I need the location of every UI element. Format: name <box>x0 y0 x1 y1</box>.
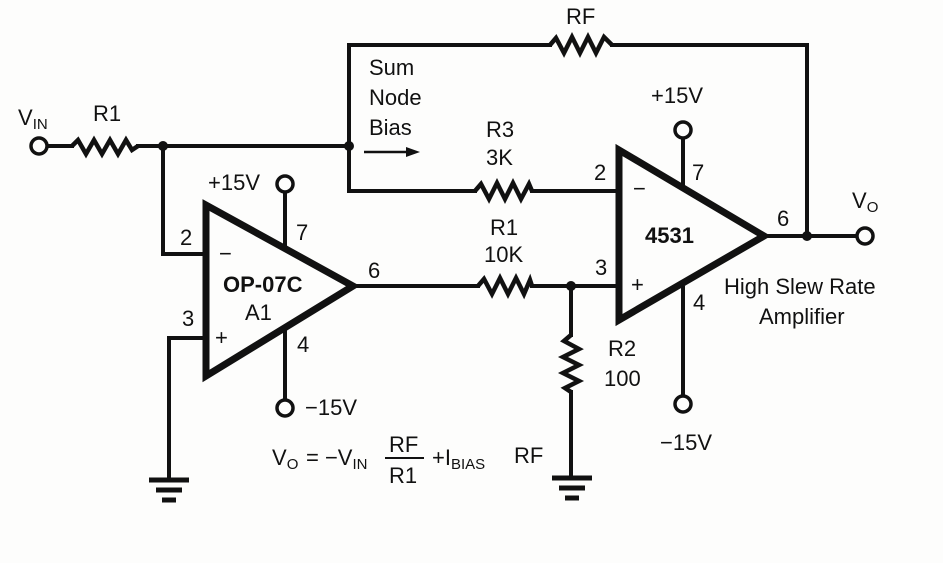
terminal-vin <box>29 136 49 156</box>
junction-nodeB <box>566 281 576 291</box>
opamp-a1-body <box>202 199 360 383</box>
sign-u2-noninv: + <box>631 272 644 297</box>
pin-u2-inv: 2 <box>594 160 606 185</box>
label-sum: Sum <box>369 55 414 80</box>
label-u2-caption-2: Amplifier <box>759 304 845 329</box>
arrow-right-icon <box>364 147 420 157</box>
label-r3-name: R3 <box>486 117 514 142</box>
junction-nodeA <box>158 141 168 151</box>
label-r1-servo-name: R1 <box>490 215 518 240</box>
label-u2-vplus: +15V <box>651 83 703 108</box>
label-a1-vplus: +15V <box>208 170 260 195</box>
sign-u2-inv: − <box>633 176 646 201</box>
label-r2-value: 100 <box>604 366 641 391</box>
eq-tail-rf: RF <box>514 443 543 468</box>
label-bias: Bias <box>369 115 412 140</box>
resistor-r1-input <box>70 135 140 159</box>
eq-lhs: VO <box>272 445 298 473</box>
eq-minus-vin: = −VIN <box>306 445 367 473</box>
resistor-r1-servo <box>476 272 535 300</box>
pin-u2-out: 6 <box>777 206 789 231</box>
terminal-a1-vminus <box>275 398 295 418</box>
junction-sumnode <box>344 141 354 151</box>
terminal-vo <box>855 226 875 246</box>
wires <box>45 43 859 482</box>
terminal-a1-vplus <box>275 174 295 194</box>
sign-a1-inv: − <box>219 241 232 266</box>
pin-u2-vminus: 4 <box>693 290 705 315</box>
wire-sumnode-r3 <box>347 144 477 193</box>
label-node: Node <box>369 85 422 110</box>
opamp-4531-body <box>615 143 771 327</box>
label-u2-caption-1: High Slew Rate <box>724 274 876 299</box>
ground-icon <box>552 475 592 501</box>
label-vin: VIN <box>18 105 48 133</box>
wire-a1-noninv-ground <box>167 336 208 482</box>
eq-plus-ibias: +IBIAS <box>432 445 485 473</box>
terminal-u2-vminus <box>673 394 693 414</box>
wire-nodeA-a1-inv <box>161 144 208 256</box>
junction-output <box>802 231 812 241</box>
label-vo: VO <box>852 188 878 216</box>
terminal-u2-vplus <box>673 120 693 140</box>
label-u2-part: 4531 <box>645 223 694 248</box>
ground-icon <box>149 477 189 503</box>
pin-u2-vplus: 7 <box>692 160 704 185</box>
pin-a1-out: 6 <box>368 258 380 283</box>
label-a1-vminus: −15V <box>305 395 357 420</box>
resistor-r3 <box>473 177 535 205</box>
label-rf: RF <box>566 4 595 29</box>
wire-rf-output <box>610 43 809 238</box>
pin-a1-noninv: 3 <box>182 306 194 331</box>
label-u2-vminus: −15V <box>660 430 712 455</box>
eq-frac-num: RF <box>389 432 418 457</box>
label-r1-input: R1 <box>93 101 121 126</box>
pin-a1-inv: 2 <box>180 225 192 250</box>
label-r2-name: R2 <box>608 336 636 361</box>
pin-u2-noninv: 3 <box>595 255 607 280</box>
label-a1-part: OP-07C <box>223 272 303 297</box>
label-r1-servo-value: 10K <box>484 242 523 267</box>
transfer-equation: VO = −VIN RF R1 +IBIAS RF <box>272 432 543 488</box>
resistor-rf <box>548 31 614 59</box>
label-r3-value: 3K <box>486 145 513 170</box>
eq-frac-den: R1 <box>389 463 417 488</box>
pin-a1-vplus: 7 <box>296 220 308 245</box>
sign-a1-noninv: + <box>215 325 228 350</box>
resistor-r2 <box>557 333 585 394</box>
pin-a1-vminus: 4 <box>297 332 309 357</box>
label-a1-ref: A1 <box>245 300 272 325</box>
wire-sumnode-rf <box>347 43 552 148</box>
